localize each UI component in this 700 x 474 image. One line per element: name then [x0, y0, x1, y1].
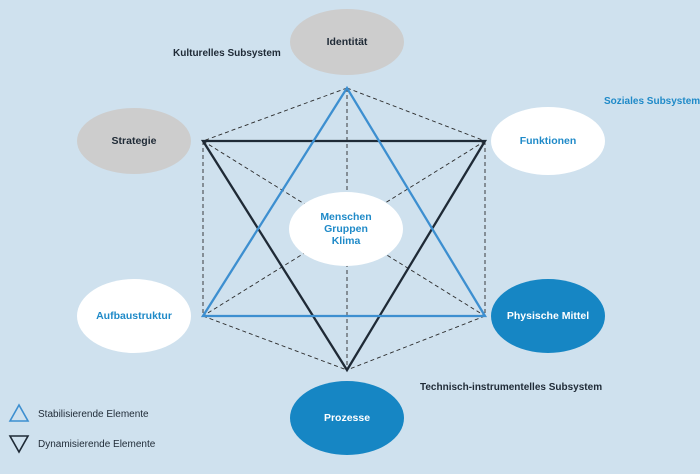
node-funktionen-label: Funktionen — [520, 135, 577, 147]
node-strategie: Strategie — [77, 108, 191, 174]
dashed-edge — [346, 87, 486, 142]
legend-stabilisierend-icon — [8, 403, 30, 422]
dashed-edge — [202, 140, 486, 317]
dashed-edge — [202, 140, 486, 317]
subsystem-kulturell-label: Kulturelles Subsystem — [173, 48, 281, 59]
dynamisierend-triangle — [200, 139, 488, 373]
node-prozesse: Prozesse — [290, 381, 404, 455]
subsystem-sozial-label: Soziales Subsystem — [604, 96, 700, 107]
legend-stabilisierend-label: Stabilisierende Elemente — [38, 409, 149, 420]
dashed-edge — [202, 315, 348, 371]
node-aufbaustruktur: Aufbaustruktur — [77, 279, 191, 353]
node-prozesse-label: Prozesse — [324, 412, 370, 424]
stabilisierend-triangle — [200, 85, 488, 318]
node-aufbaustruktur-label: Aufbaustruktur — [96, 310, 172, 322]
node-funktionen: Funktionen — [491, 107, 605, 175]
node-center-line-3: Klima — [332, 235, 361, 247]
node-physische-mittel-label: Physische Mittel — [507, 310, 589, 322]
legend-dynamisierend-icon — [8, 435, 30, 454]
subsystem-technisch-label: Technisch-instrumentelles Subsystem — [420, 382, 602, 393]
node-identitaet: Identität — [290, 9, 404, 75]
dashed-edge — [346, 315, 486, 371]
dashed-edge — [202, 87, 348, 142]
node-identitaet-label: Identität — [327, 36, 368, 48]
node-center: Menschen Gruppen Klima — [289, 192, 403, 266]
legend-dynamisierend-label: Dynamisierende Elemente — [38, 439, 156, 450]
node-physische-mittel: Physische Mittel — [491, 279, 605, 353]
node-center-line-1: Menschen — [320, 211, 371, 223]
node-strategie-label: Strategie — [112, 135, 157, 147]
legend: Stabilisierende Elemente Dynamisierende … — [8, 403, 156, 454]
node-center-line-2: Gruppen — [324, 223, 368, 235]
